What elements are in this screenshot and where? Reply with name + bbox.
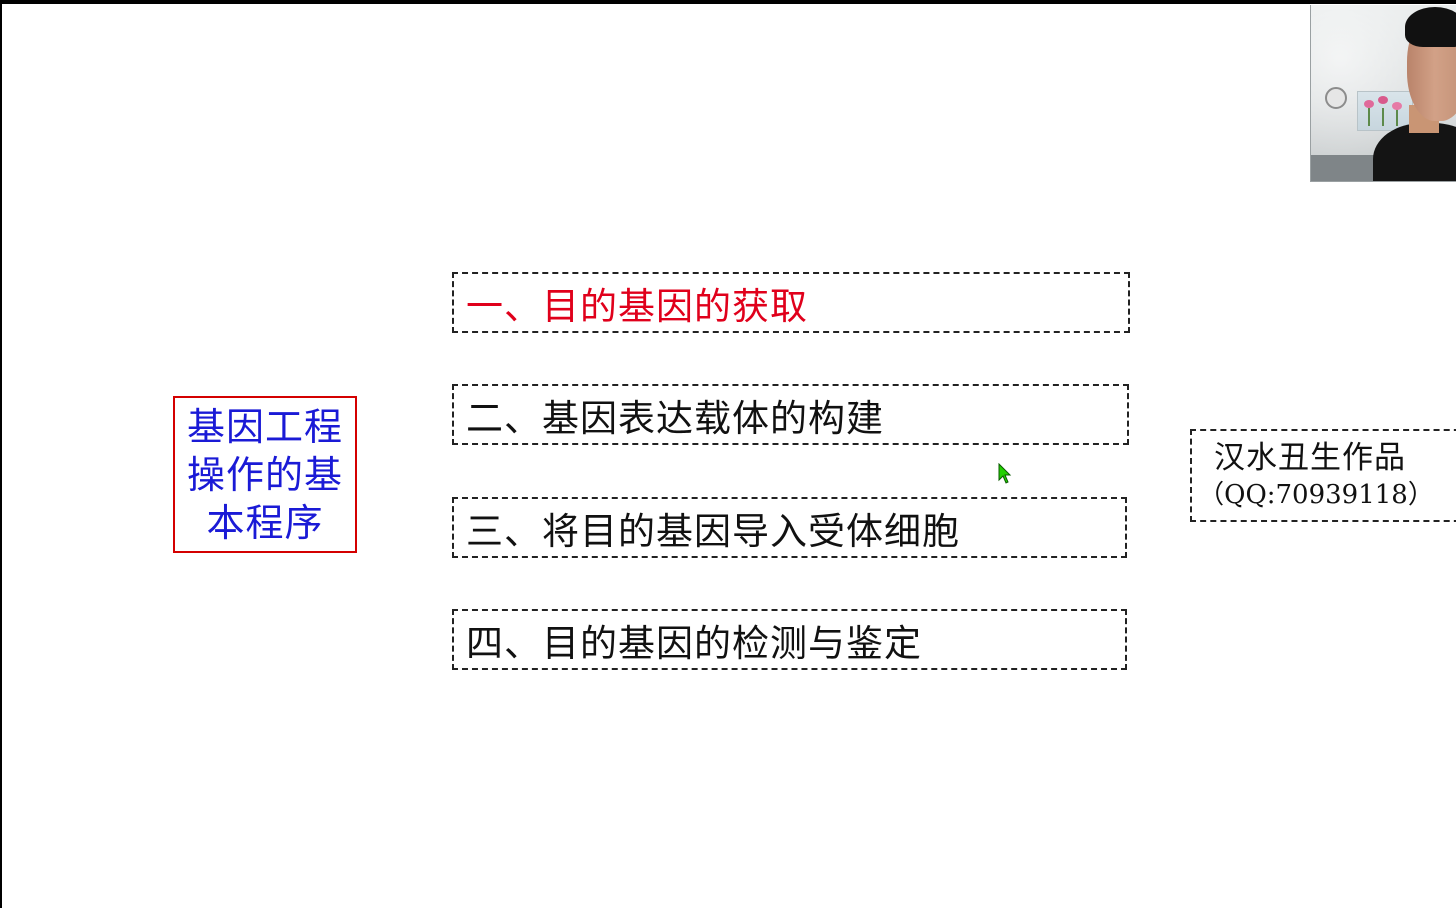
step-item-2[interactable]: 二、基因表达载体的构建 — [452, 384, 1129, 445]
author-contact: （QQ:70939118） — [1198, 480, 1434, 510]
author-credit-box: 汉水丑生作品 （QQ:70939118） — [1190, 429, 1456, 522]
presenter-webcam — [1310, 5, 1456, 182]
presenter-hair — [1405, 7, 1456, 47]
step-item-4[interactable]: 四、目的基因的检测与鉴定 — [452, 609, 1127, 670]
wall-clock-icon — [1325, 87, 1347, 109]
slide-title: 基因工程操作的基本程序 — [186, 404, 343, 545]
step-item-1[interactable]: 一、目的基因的获取 — [452, 272, 1130, 333]
mouse-pointer-icon — [998, 463, 1012, 484]
author-name: 汉水丑生作品 — [1214, 440, 1406, 476]
title-box: 基因工程操作的基本程序 — [173, 396, 357, 553]
left-border — [0, 0, 2, 908]
top-border — [0, 0, 1456, 4]
flower-painting — [1357, 91, 1413, 131]
step-item-3[interactable]: 三、将目的基因导入受体细胞 — [452, 497, 1127, 558]
